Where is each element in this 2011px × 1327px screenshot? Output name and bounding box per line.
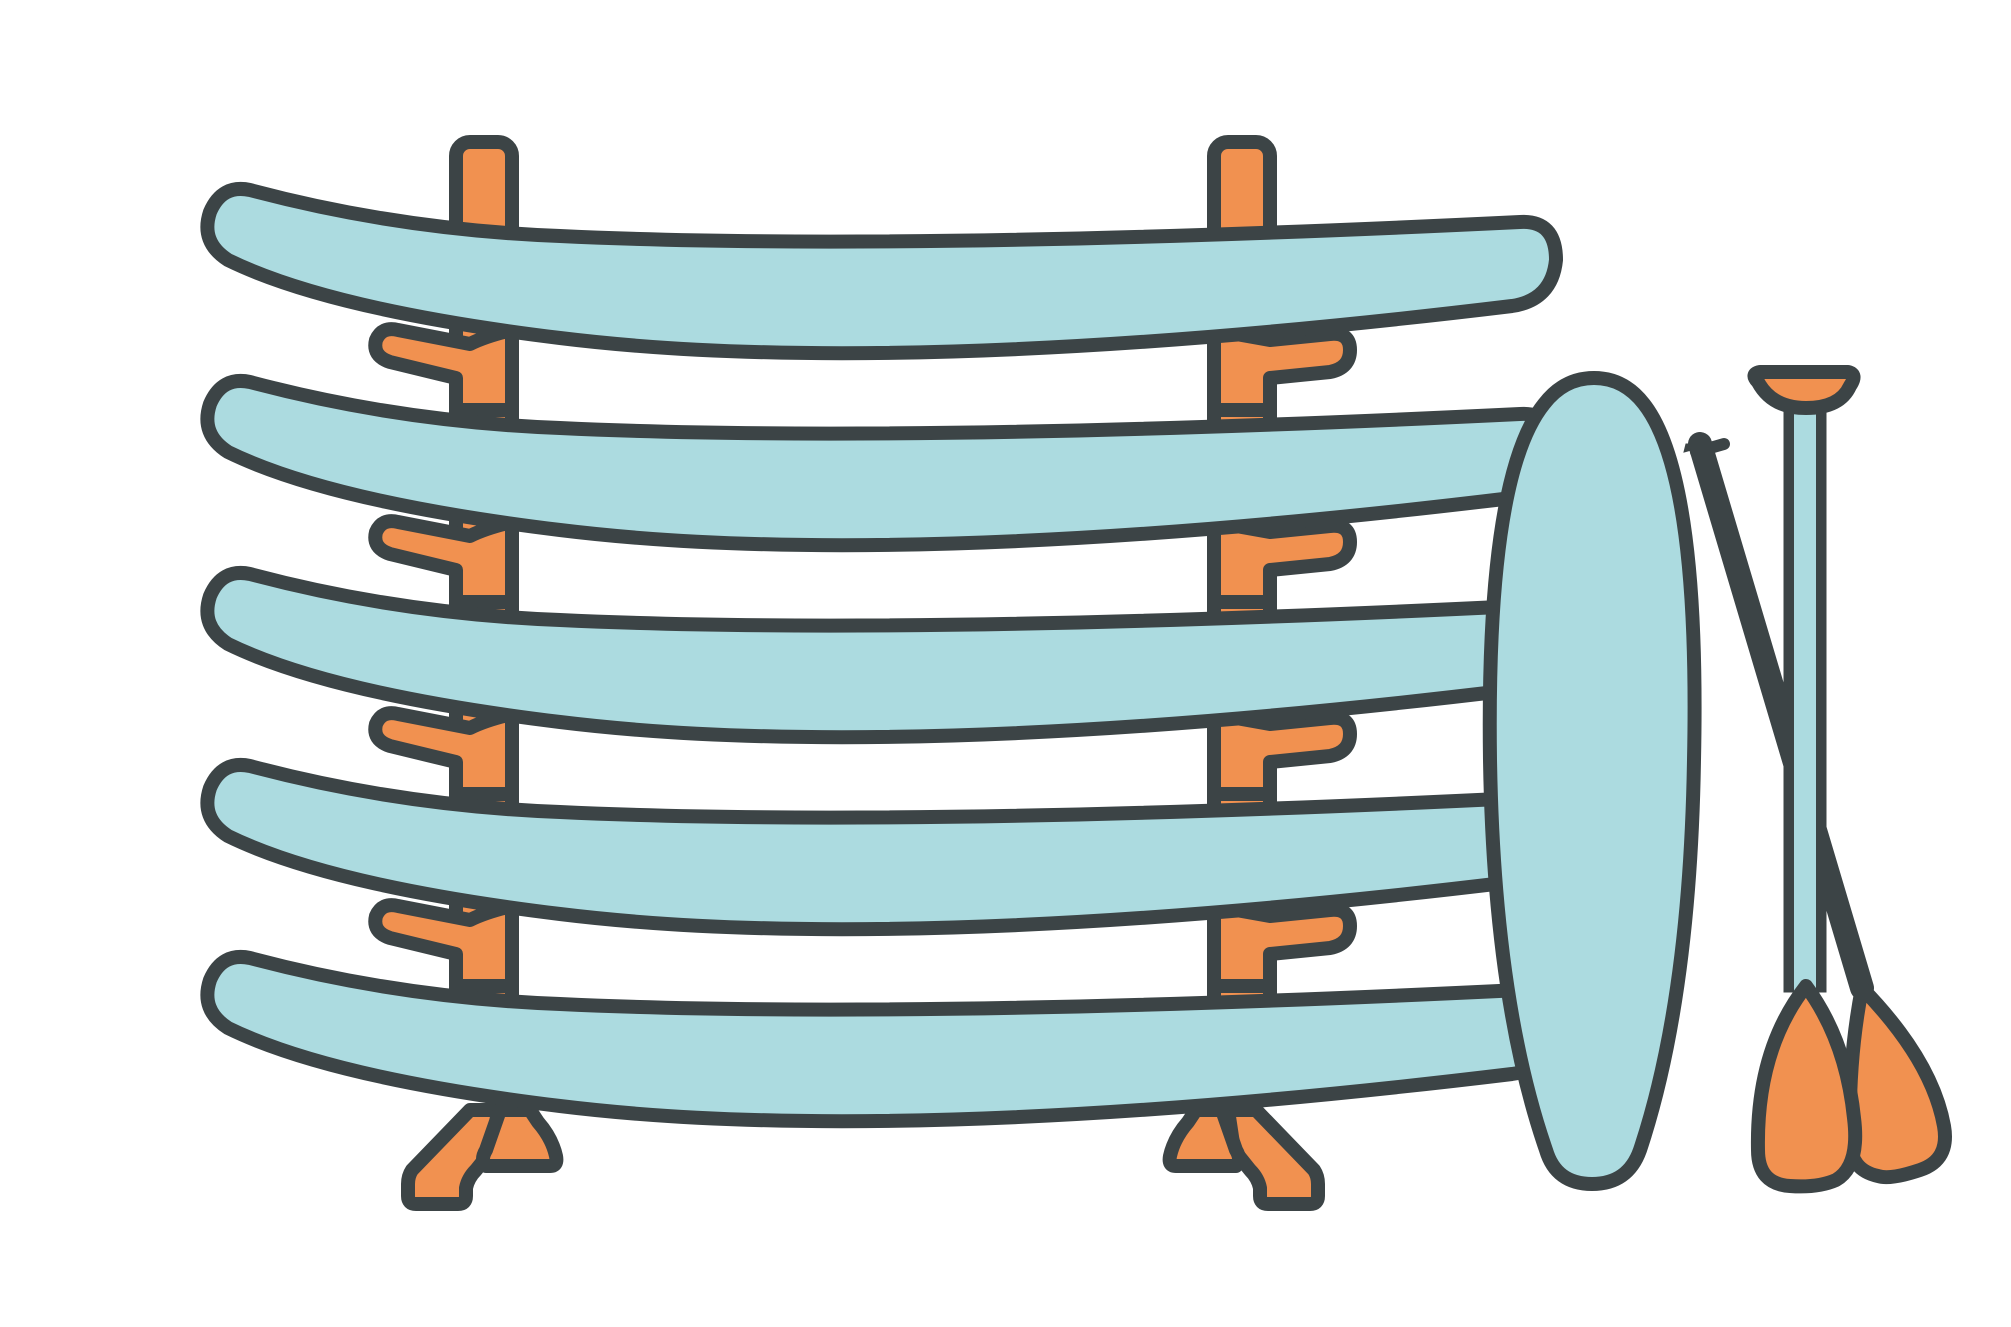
rack-board [200, 950, 1563, 1129]
paddle-front [1747, 365, 1863, 1194]
rack-arm-left [368, 706, 519, 801]
rack-arm-right [1207, 707, 1357, 801]
rack-arm-right [1207, 323, 1357, 417]
rack-arm-left [368, 514, 519, 609]
standing-board [1482, 371, 1702, 1191]
rack-arm-left [368, 898, 519, 993]
rack-foot-left [401, 1103, 564, 1211]
rack-arm-right [1207, 899, 1357, 993]
rack-arm-right [1207, 515, 1357, 609]
rack-arms-right [1207, 323, 1357, 993]
rack-arm-left [368, 322, 519, 417]
rack-board [200, 182, 1563, 361]
rack-foot-right [1162, 1103, 1325, 1211]
rack-arms-left [368, 322, 519, 993]
